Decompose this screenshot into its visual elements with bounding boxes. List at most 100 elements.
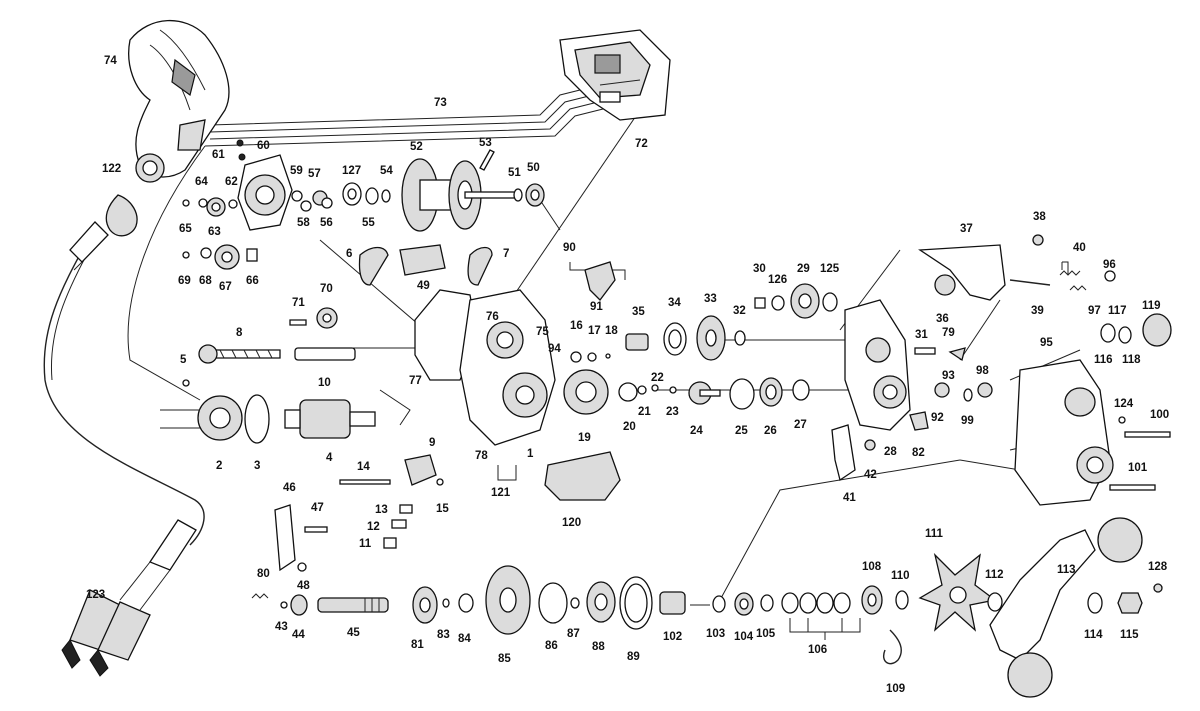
label-part-118: 118 [1122, 354, 1141, 366]
label-part-121: 121 [491, 487, 511, 499]
label-part-68: 68 [199, 275, 212, 287]
cord-plug-cap [105, 194, 138, 237]
screw-100 [1124, 431, 1171, 438]
label-part-7: 7 [503, 248, 509, 260]
label-part-10: 10 [318, 377, 331, 389]
label-part-74: 74 [104, 55, 117, 67]
label-part-89: 89 [627, 651, 640, 663]
label-part-61: 61 [212, 149, 225, 161]
label-part-42: 42 [864, 469, 877, 481]
label-part-70: 70 [320, 283, 333, 295]
label-part-36: 36 [936, 313, 949, 325]
label-part-3: 3 [254, 460, 260, 472]
label-part-34: 34 [668, 297, 681, 309]
label-part-125: 125 [820, 263, 840, 275]
label-part-28: 28 [884, 446, 897, 458]
label-part-114: 114 [1084, 629, 1103, 641]
cord-plug-body [69, 221, 109, 263]
label-part-59: 59 [290, 165, 303, 177]
label-part-44: 44 [292, 629, 305, 641]
label-part-37: 37 [960, 223, 973, 235]
label-part-102: 102 [663, 631, 682, 643]
handle-knob-upper [1097, 517, 1143, 563]
clutch-parts [339, 283, 838, 549]
screw-65 [182, 199, 190, 207]
label-part-14: 14 [357, 461, 370, 473]
label-part-116: 116 [1094, 354, 1113, 366]
label-part-72: 72 [635, 138, 648, 150]
right-side-plate [831, 234, 1116, 482]
label-part-71: 71 [292, 297, 305, 309]
label-part-54: 54 [380, 165, 393, 177]
label-part-62: 62 [225, 176, 238, 188]
pin-14 [339, 479, 391, 485]
frame-1 [459, 289, 556, 446]
side-cover-95 [1014, 313, 1172, 506]
label-part-83: 83 [437, 629, 450, 641]
label-part-67: 67 [219, 281, 232, 293]
label-part-88: 88 [592, 641, 605, 653]
label-part-55: 55 [362, 217, 375, 229]
o-ring-3 [244, 394, 270, 444]
power-cord-assembly [61, 194, 197, 677]
pipe-10 [294, 347, 356, 361]
label-part-16: 16 [570, 320, 583, 332]
label-part-78: 78 [475, 450, 488, 462]
label-part-18: 18 [605, 325, 618, 337]
label-part-84: 84 [458, 633, 471, 645]
label-part-112: 112 [985, 569, 1004, 581]
label-part-11: 11 [359, 538, 372, 550]
label-part-75: 75 [536, 326, 549, 338]
part-labels: 1 2 3 4 5 6 7 8 9 10 11 12 13 14 15 16 1… [86, 55, 1169, 695]
label-part-45: 45 [347, 627, 360, 639]
knob-119 [1142, 313, 1172, 347]
label-part-39: 39 [1031, 305, 1044, 317]
label-part-6: 6 [346, 248, 352, 260]
label-part-58: 58 [297, 217, 310, 229]
label-part-29: 29 [797, 263, 810, 275]
control-housing-74 [128, 19, 230, 183]
label-part-40: 40 [1073, 242, 1086, 254]
main-shaft-row [251, 504, 1163, 698]
label-part-82: 82 [912, 447, 925, 459]
lever-9 [404, 454, 437, 486]
label-part-128: 128 [1148, 561, 1168, 573]
label-part-53: 53 [479, 137, 492, 149]
motor-unit-72 [559, 29, 671, 121]
label-part-113: 113 [1057, 564, 1076, 576]
label-part-93: 93 [942, 370, 955, 382]
label-part-31: 31 [915, 329, 928, 341]
label-part-123: 123 [86, 589, 105, 601]
label-part-49: 49 [417, 280, 430, 292]
main-shaft-45 [317, 597, 389, 613]
label-part-126: 126 [768, 274, 787, 286]
label-part-26: 26 [764, 425, 777, 437]
label-part-12: 12 [367, 521, 380, 533]
label-part-22: 22 [651, 372, 664, 384]
label-part-80: 80 [257, 568, 270, 580]
label-part-76: 76 [486, 311, 499, 323]
label-part-127: 127 [342, 165, 361, 177]
nut-115 [1117, 592, 1143, 614]
label-part-66: 66 [246, 275, 259, 287]
label-part-57: 57 [308, 168, 321, 180]
label-part-100: 100 [1150, 409, 1169, 421]
label-part-105: 105 [756, 628, 776, 640]
side-plate-60 [236, 139, 293, 231]
label-part-48: 48 [297, 580, 310, 592]
label-part-20: 20 [623, 421, 636, 433]
label-part-50: 50 [527, 162, 540, 174]
label-part-60: 60 [257, 140, 270, 152]
label-part-117: 117 [1108, 305, 1127, 317]
screw-101 [1109, 484, 1156, 491]
cover-120 [544, 451, 621, 501]
label-part-64: 64 [195, 176, 208, 188]
spool-shaft [464, 191, 516, 199]
label-part-86: 86 [545, 640, 558, 652]
label-part-4: 4 [326, 452, 333, 464]
label-part-5: 5 [180, 354, 187, 366]
label-part-52: 52 [410, 141, 423, 153]
label-part-41: 41 [843, 492, 856, 504]
